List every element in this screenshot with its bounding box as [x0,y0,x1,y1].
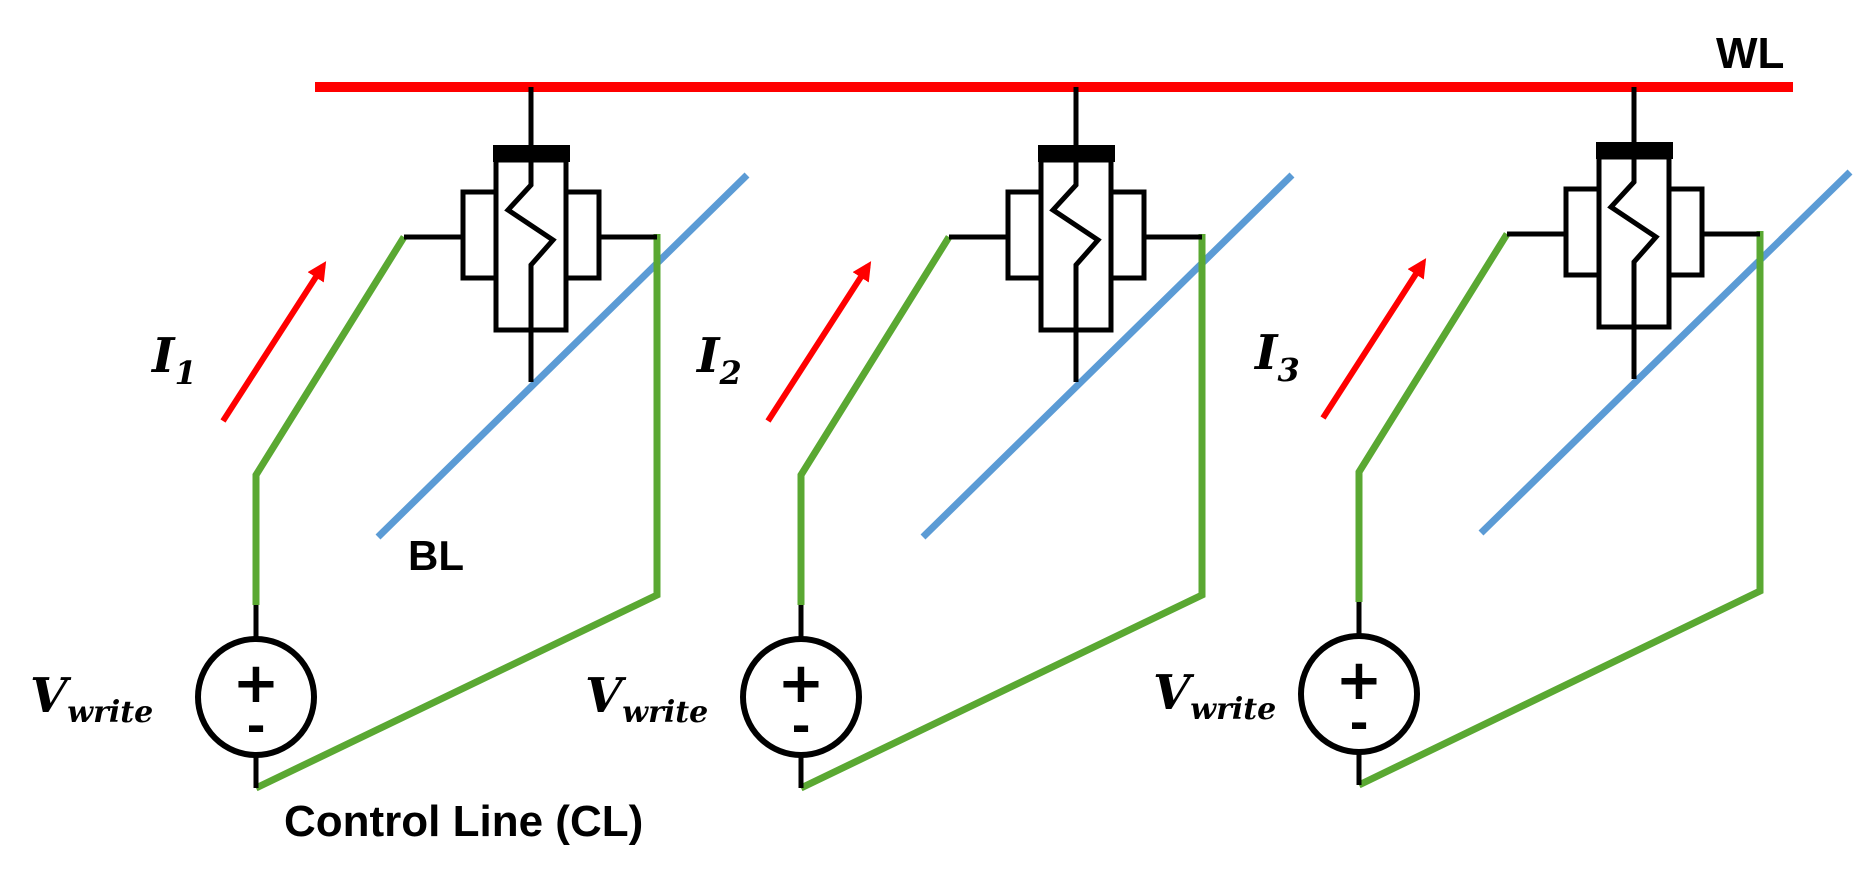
bit-line [920,172,1295,540]
control-line-wire [799,234,1206,792]
cell-3: I3 + - Vwrite [1153,87,1853,789]
control-line-wire [254,234,661,792]
bit-line [375,172,750,540]
voltage-label: Vwrite [1153,665,1276,727]
word-line-label: WL [1716,29,1784,78]
voltage-source: + - [740,605,862,788]
minus-sign: - [246,699,265,753]
cell-2: I2 + - Vwrite [585,87,1295,792]
voltage-label: Vwrite [30,668,153,730]
current-label: I3 [1253,325,1300,389]
current-label: I1 [150,328,197,392]
current-arrow [220,261,327,423]
plus-sign: + [778,651,825,716]
current-arrow [765,261,872,423]
current-label: I2 [695,328,742,392]
voltage-source: + - [195,605,317,788]
control-line-wire [797,235,952,605]
bit-line [1478,169,1853,536]
minus-sign: - [791,699,810,753]
fefet-device [1507,87,1760,379]
control-line-wire [1355,232,1510,602]
plus-sign: + [233,651,280,716]
control-line-label: Control Line (CL) [284,797,643,846]
voltage-label: Vwrite [585,668,708,730]
voltage-source: + - [1298,602,1420,785]
control-line-wire [252,235,407,605]
control-line-wire [1357,231,1764,789]
current-arrow [1320,258,1427,420]
bit-line-label: BL [408,532,464,579]
fefet-device [949,87,1202,382]
plus-sign: + [1336,648,1383,713]
fefet-device [404,87,657,382]
cell-1: I1 + - Vwrite [30,87,750,792]
minus-sign: - [1349,696,1368,750]
